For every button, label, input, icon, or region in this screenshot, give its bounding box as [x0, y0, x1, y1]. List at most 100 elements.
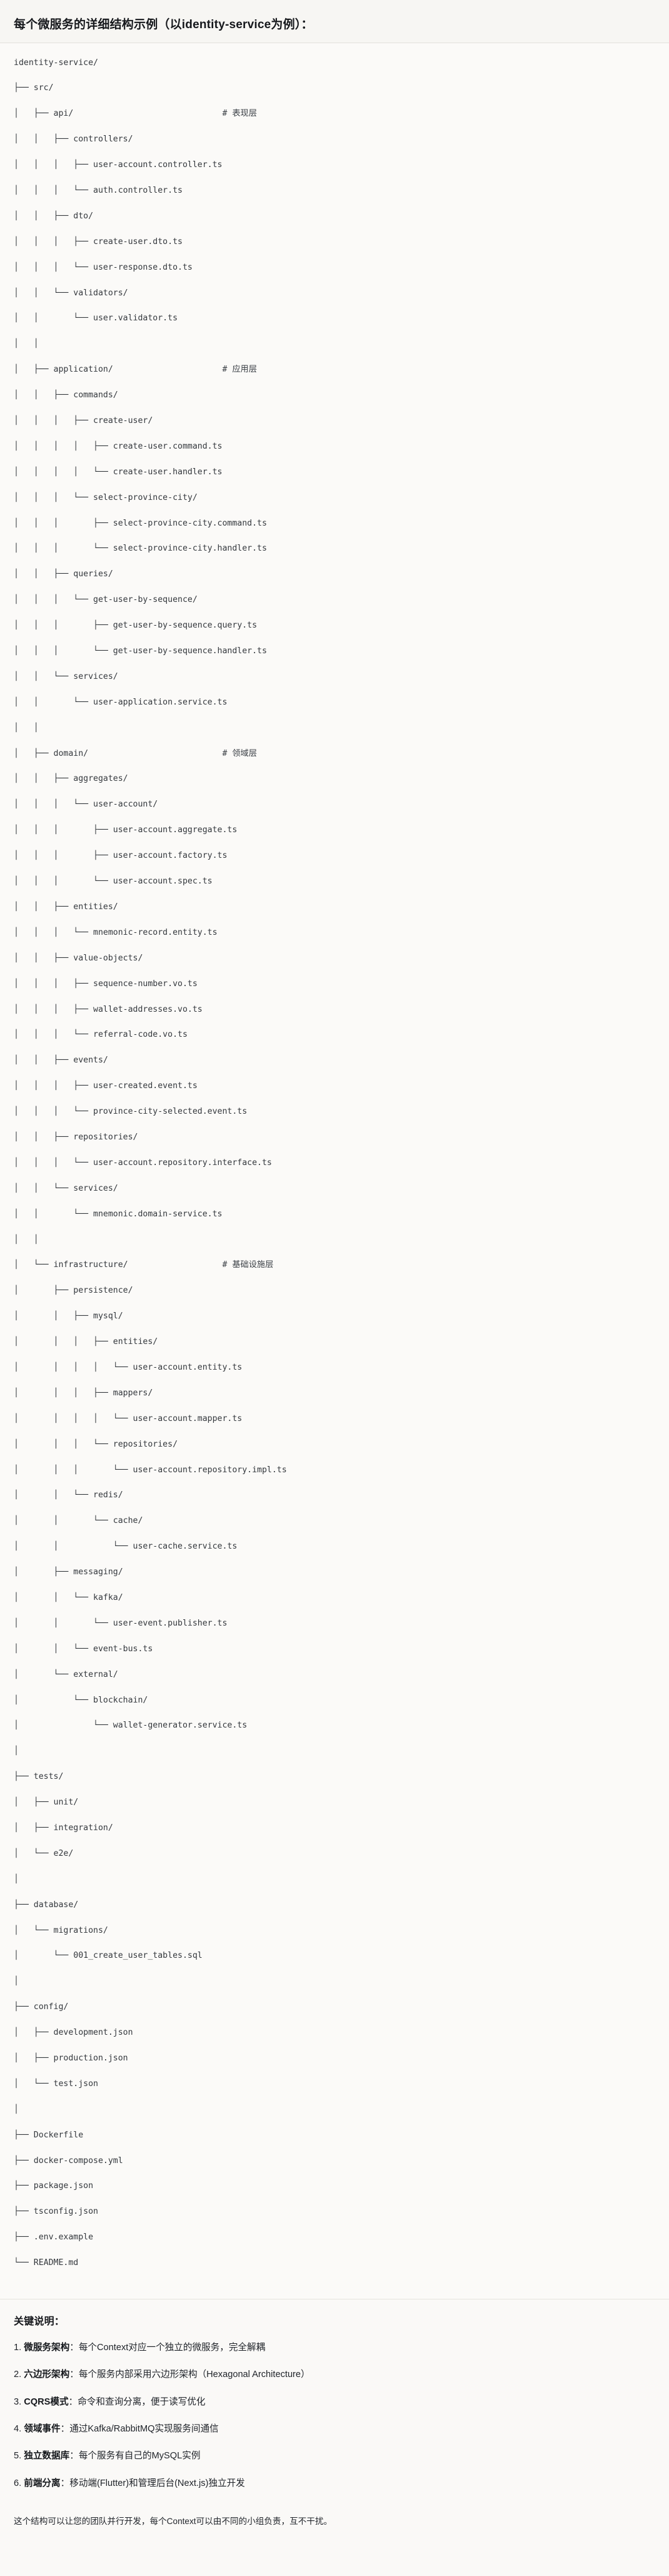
- tree-line: │ │ │ └── get-user-by-sequence.handler.t…: [14, 646, 267, 656]
- tree-line: │ │ │ └── user-account/: [14, 800, 158, 810]
- tree-line: │ └── test.json: [14, 2079, 98, 2089]
- tree-line: │ │ │ ├── mappers/: [14, 1388, 153, 1398]
- key-note-term: 独立数据库: [24, 2451, 70, 2461]
- tree-line: │ │ │ └── user-account.repository.interf…: [14, 1158, 272, 1168]
- tree-line: │ │ └── event-bus.ts: [14, 1644, 153, 1654]
- tree-line: identity-service/: [14, 58, 98, 68]
- tree-line: │: [14, 1746, 19, 1756]
- tree-line: │ │ │ ├── user-account.factory.ts: [14, 851, 228, 861]
- key-note-item: 2. 六边形架构：每个服务内部采用六边形架构（Hexagonal Archite…: [14, 2368, 655, 2382]
- key-notes-title: 关键说明：: [14, 2316, 65, 2328]
- directory-tree: identity-service/ ├── src/ │ ├── api/ # …: [14, 57, 658, 2283]
- key-note-item: 3. CQRS模式：命令和查询分离，便于读写优化: [14, 2395, 655, 2410]
- tree-line: │ │ │ └── referral-code.vo.ts: [14, 1030, 188, 1040]
- tree-line: │ │ └── cache/: [14, 1516, 143, 1526]
- key-note-index: 4.: [14, 2424, 24, 2435]
- tree-line: │ │ └── user-event.publisher.ts: [14, 1618, 228, 1628]
- tree-line: │ │ │ ├── sequence-number.vo.ts: [14, 979, 198, 989]
- key-note-term: 前端分离: [24, 2478, 61, 2488]
- tree-line: │ │ │ └── select-province-city/: [14, 492, 198, 502]
- tree-line: │ │: [14, 339, 39, 349]
- tree-line: │ │ ├── events/: [14, 1056, 108, 1066]
- tree-line: ├── tests/: [14, 1772, 64, 1782]
- tree-line: └── README.md: [14, 2258, 79, 2268]
- tree-line: │ │ │ ├── create-user/: [14, 416, 153, 426]
- key-note-separator: ：: [69, 2370, 79, 2380]
- key-note-body: 移动端(Flutter)和管理后台(Next.js)独立开发: [69, 2478, 245, 2488]
- tree-line: │ │ └── redis/: [14, 1490, 123, 1500]
- tree-line: ├── .env.example: [14, 2232, 94, 2243]
- key-note-body: 每个Context对应一个独立的微服务，完全解耦: [78, 2343, 266, 2353]
- key-note-term: 六边形架构: [24, 2370, 70, 2380]
- key-note-item: 4. 领域事件：通过Kafka/RabbitMQ实现服务间通信: [14, 2422, 655, 2436]
- closing-paragraph: 这个结构可以让您的团队并行开发，每个Context可以由不同的小组负责，互不干扰…: [0, 2510, 669, 2545]
- tree-line-comment: # 领域层: [222, 748, 257, 758]
- tree-line: │ │ │ └── auth.controller.ts: [14, 186, 183, 195]
- tree-line: │ │ ├── aggregates/: [14, 774, 128, 784]
- tree-line: │ │ │ ├── user-created.event.ts: [14, 1081, 198, 1091]
- tree-line: │ ├── development.json: [14, 2028, 133, 2038]
- tree-line: │: [14, 2104, 19, 2114]
- key-note-term: 微服务架构: [24, 2343, 70, 2353]
- tree-line: │ ├── domain/ # 领域层: [14, 748, 257, 758]
- tree-line: │ │ │ ├── get-user-by-sequence.query.ts: [14, 621, 258, 631]
- tree-line: │ └── migrations/: [14, 1925, 108, 1935]
- tree-line: │ │ └── user-application.service.ts: [14, 697, 228, 707]
- key-note-separator: ：: [69, 2451, 79, 2461]
- page-title: 每个微服务的详细结构示例（以identity-service为例）：: [14, 18, 313, 31]
- tree-line: │ └── infrastructure/ # 基础设施层: [14, 1260, 274, 1270]
- directory-tree-block: identity-service/ ├── src/ │ ├── api/ # …: [0, 43, 669, 2299]
- tree-line: ├── database/: [14, 1900, 79, 1910]
- tree-line: │ │ ├── controllers/: [14, 135, 133, 145]
- tree-line: │ │ │ ├── wallet-addresses.vo.ts: [14, 1004, 203, 1014]
- tree-line: │ │ │ │ ├── create-user.command.ts: [14, 441, 223, 451]
- key-note-item: 6. 前端分离：移动端(Flutter)和管理后台(Next.js)独立开发: [14, 2477, 655, 2491]
- tree-line: │ │ │ └── get-user-by-sequence/: [14, 595, 198, 605]
- tree-line: │ │ ├── entities/: [14, 902, 118, 912]
- tree-line: │ │: [14, 1235, 39, 1245]
- tree-line: ├── tsconfig.json: [14, 2207, 98, 2217]
- key-note-term: 领域事件: [24, 2424, 61, 2435]
- tree-line: │ │ ├── value-objects/: [14, 953, 143, 963]
- tree-line-comment: # 表现层: [222, 109, 257, 119]
- tree-line: │ │ │ │ └── create-user.handler.ts: [14, 467, 223, 477]
- tree-line: │ ├── messaging/: [14, 1567, 123, 1577]
- tree-line: │ │ └── validators/: [14, 288, 128, 298]
- tree-line: │ │ ├── dto/: [14, 211, 94, 221]
- key-note-separator: ：: [60, 2478, 70, 2488]
- tree-line: │ │ │ ├── create-user.dto.ts: [14, 237, 183, 247]
- key-note-item: 5. 独立数据库：每个服务有自己的MySQL实例: [14, 2449, 655, 2463]
- tree-line: │ │ │ └── mnemonic-record.entity.ts: [14, 927, 218, 937]
- key-note-separator: ：: [68, 2396, 78, 2407]
- tree-line: ├── Dockerfile: [14, 2130, 84, 2140]
- tree-line: │ │ └── user-cache.service.ts: [14, 1542, 238, 1552]
- tree-line: │ └── external/: [14, 1669, 118, 1679]
- key-note-separator: ：: [60, 2424, 70, 2435]
- tree-line: │ └── wallet-generator.service.ts: [14, 1721, 248, 1731]
- tree-line: │ │ │ │ └── user-account.entity.ts: [14, 1362, 243, 1372]
- tree-line: ├── src/: [14, 83, 54, 93]
- key-note-body: 通过Kafka/RabbitMQ实现服务间通信: [69, 2424, 219, 2435]
- tree-line: ├── docker-compose.yml: [14, 2156, 123, 2166]
- tree-line: │ │ │ └── user-response.dto.ts: [14, 262, 193, 272]
- tree-line: │ ├── production.json: [14, 2054, 128, 2064]
- tree-line: │ │ ├── mysql/: [14, 1311, 123, 1321]
- key-note-index: 6.: [14, 2478, 24, 2488]
- tree-line: │: [14, 1874, 19, 1884]
- tree-line: │ │ │ ├── entities/: [14, 1337, 158, 1347]
- tree-line: │ │ │ ├── user-account.aggregate.ts: [14, 825, 238, 835]
- tree-line: │ │ │ └── province-city-selected.event.t…: [14, 1107, 248, 1117]
- tree-line: │ │ │ ├── select-province-city.command.t…: [14, 518, 267, 528]
- tree-line: ├── package.json: [14, 2181, 94, 2191]
- tree-line: │ ├── integration/: [14, 1823, 113, 1833]
- key-note-term: CQRS模式: [24, 2396, 69, 2407]
- key-note-index: 5.: [14, 2451, 24, 2461]
- tree-line: │ │ ├── repositories/: [14, 1132, 138, 1142]
- tree-line: │ └── e2e/: [14, 1848, 74, 1858]
- tree-line: │: [14, 1977, 19, 1987]
- key-note-body: 每个服务有自己的MySQL实例: [78, 2451, 201, 2461]
- tree-line: │ ├── persistence/: [14, 1286, 133, 1296]
- tree-line: │ │ ├── commands/: [14, 390, 118, 400]
